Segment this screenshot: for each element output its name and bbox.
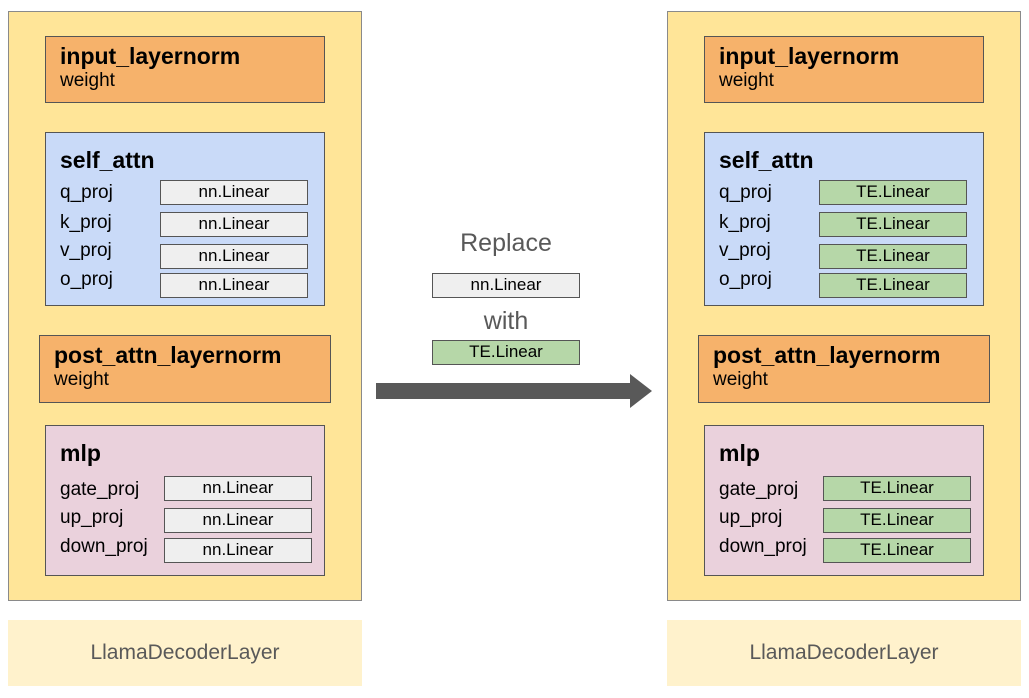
mlp-title: mlp <box>719 440 760 466</box>
down-proj-module: nn.Linear <box>164 538 312 563</box>
left-mlp-block: mlp gate_proj nn.Linear up_proj nn.Linea… <box>45 425 325 576</box>
q-proj-module: nn.Linear <box>160 180 308 205</box>
input-layernorm-weight: weight <box>719 70 774 91</box>
v-proj-module: TE.Linear <box>819 244 967 269</box>
input-layernorm-weight: weight <box>60 70 115 91</box>
left-layer-label: LlamaDecoderLayer <box>8 620 362 686</box>
self-attn-title: self_attn <box>719 147 814 173</box>
o-proj-module: nn.Linear <box>160 273 308 298</box>
v-proj-label: v_proj <box>719 240 771 261</box>
left-input-layernorm: input_layernorm weight <box>45 36 325 103</box>
mlp-title: mlp <box>60 440 101 466</box>
post-attn-layernorm-title: post_attn_layernorm <box>713 342 941 368</box>
left-post-attn-layernorm: post_attn_layernorm weight <box>39 335 331 403</box>
with-text: with <box>483 307 529 335</box>
gate-proj-module: nn.Linear <box>164 476 312 501</box>
replace-from-module: nn.Linear <box>432 273 580 298</box>
v-proj-label: v_proj <box>60 240 112 261</box>
right-layer-label: LlamaDecoderLayer <box>667 620 1021 686</box>
o-proj-label: o_proj <box>719 269 772 290</box>
left-decoder-layer: input_layernorm weight self_attn q_proj … <box>8 11 362 601</box>
self-attn-title: self_attn <box>60 147 155 173</box>
left-self-attn-block: self_attn q_proj nn.Linear k_proj nn.Lin… <box>45 132 325 306</box>
down-proj-module: TE.Linear <box>823 538 971 563</box>
k-proj-label: k_proj <box>719 212 771 233</box>
k-proj-module: TE.Linear <box>819 212 967 237</box>
gate-proj-label: gate_proj <box>60 479 140 500</box>
input-layernorm-title: input_layernorm <box>60 43 241 69</box>
right-input-layernorm: input_layernorm weight <box>704 36 984 103</box>
k-proj-module: nn.Linear <box>160 212 308 237</box>
post-attn-layernorm-weight: weight <box>713 369 768 390</box>
up-proj-module: TE.Linear <box>823 508 971 533</box>
post-attn-layernorm-title: post_attn_layernorm <box>54 342 282 368</box>
o-proj-label: o_proj <box>60 269 113 290</box>
right-self-attn-block: self_attn q_proj TE.Linear k_proj TE.Lin… <box>704 132 984 306</box>
right-mlp-block: mlp gate_proj TE.Linear up_proj TE.Linea… <box>704 425 984 576</box>
right-post-attn-layernorm: post_attn_layernorm weight <box>698 335 990 403</box>
up-proj-label: up_proj <box>719 507 783 528</box>
o-proj-module: TE.Linear <box>819 273 967 298</box>
q-proj-label: q_proj <box>60 182 113 203</box>
down-proj-label: down_proj <box>60 536 148 557</box>
q-proj-module: TE.Linear <box>819 180 967 205</box>
gate-proj-label: gate_proj <box>719 479 799 500</box>
replace-text: Replace <box>460 229 552 257</box>
v-proj-module: nn.Linear <box>160 244 308 269</box>
right-arrow-icon <box>376 374 652 408</box>
up-proj-module: nn.Linear <box>164 508 312 533</box>
down-proj-label: down_proj <box>719 536 807 557</box>
right-decoder-layer: input_layernorm weight self_attn q_proj … <box>667 11 1021 601</box>
input-layernorm-title: input_layernorm <box>719 43 900 69</box>
q-proj-label: q_proj <box>719 182 772 203</box>
k-proj-label: k_proj <box>60 212 112 233</box>
up-proj-label: up_proj <box>60 507 124 528</box>
replace-to-module: TE.Linear <box>432 340 580 365</box>
post-attn-layernorm-weight: weight <box>54 369 109 390</box>
gate-proj-module: TE.Linear <box>823 476 971 501</box>
